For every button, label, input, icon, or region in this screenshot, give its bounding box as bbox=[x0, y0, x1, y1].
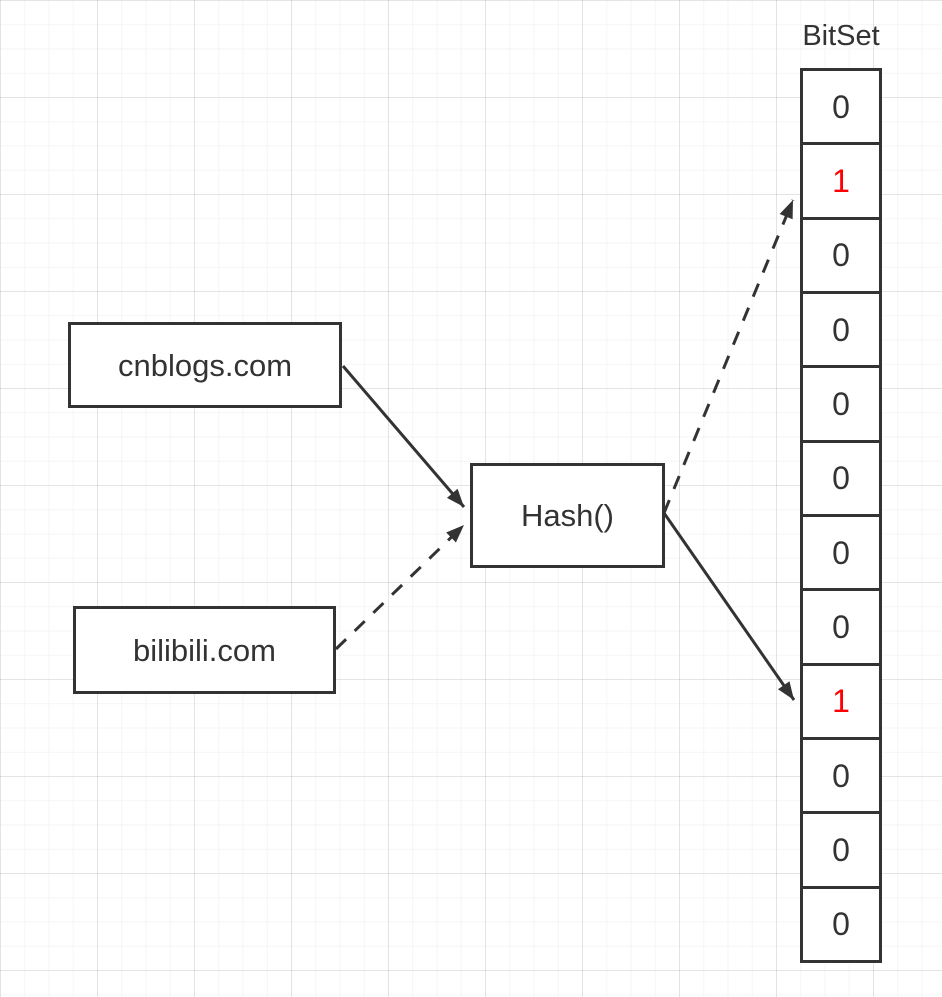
bitset-cell-5: 0 bbox=[803, 439, 879, 514]
bitset-cell-6: 0 bbox=[803, 513, 879, 588]
node-hash-label: Hash() bbox=[520, 498, 614, 533]
node-bilibili-label: bilibili.com bbox=[133, 632, 276, 668]
bitset-cell-2: 0 bbox=[803, 216, 879, 291]
bitset-cell-4: 0 bbox=[803, 365, 879, 439]
node-bilibili: bilibili.com bbox=[73, 606, 336, 694]
node-cnblogs-label: cnblogs.com bbox=[117, 347, 293, 383]
node-cnblogs: cnblogs.com bbox=[68, 322, 342, 408]
edge-hash-to-bit8 bbox=[662, 512, 796, 701]
bitset-cell-10: 0 bbox=[803, 811, 879, 885]
bitset-column: 0 1 0 0 0 0 0 0 1 0 0 0 bbox=[800, 68, 882, 963]
edge-cnblogs-to-hash bbox=[341, 365, 466, 508]
bitset-cell-7: 0 bbox=[803, 588, 879, 662]
bitset-cell-11: 0 bbox=[803, 885, 879, 960]
bitset-cell-3: 0 bbox=[803, 290, 879, 365]
bitset-cell-8: 1 bbox=[803, 662, 879, 737]
bitset-cell-9: 0 bbox=[803, 736, 879, 811]
bitset-title: BitSet bbox=[802, 20, 880, 52]
edge-bilibili-to-hash bbox=[334, 523, 466, 651]
bitset-cell-0: 0 bbox=[832, 88, 850, 125]
edge-hash-to-bit1 bbox=[662, 199, 795, 514]
node-hash-function: Hash() bbox=[470, 463, 665, 568]
bitset-cell-1: 1 bbox=[803, 142, 879, 216]
